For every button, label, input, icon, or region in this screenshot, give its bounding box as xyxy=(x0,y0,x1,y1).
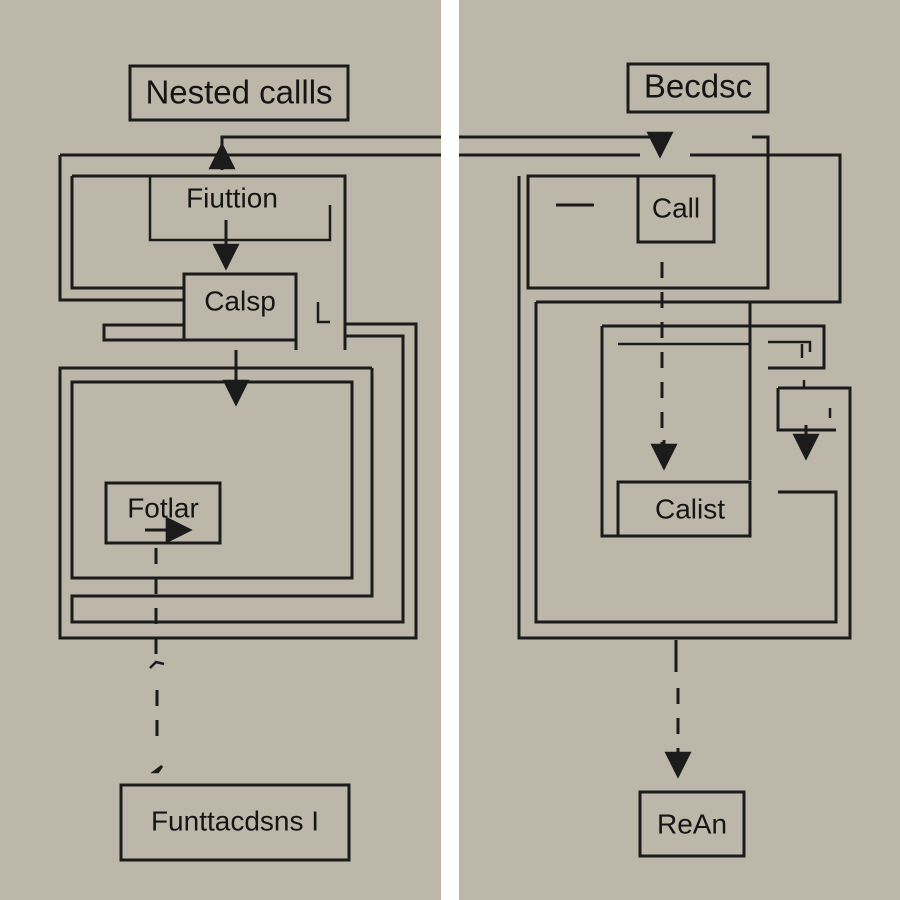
left-title-box: Nested callls xyxy=(128,64,350,122)
left-panel: Nested callls Fiuttion Calsp Fo xyxy=(58,64,660,862)
right-bottom-label: ReAn xyxy=(657,808,727,839)
right-call-box: Call xyxy=(636,174,716,244)
left-tick-2 xyxy=(150,765,164,774)
right-side-bracket xyxy=(776,388,836,432)
right-title: Becdsc xyxy=(644,68,752,105)
return-frame-outer xyxy=(58,322,418,640)
function-header-rule xyxy=(148,176,332,242)
left-title: Nested callls xyxy=(145,74,332,111)
call-shelf xyxy=(102,323,184,342)
right-frame-top xyxy=(459,153,842,304)
right-frame-upper xyxy=(526,135,770,290)
right-bottom-box: ReAn xyxy=(638,790,746,858)
function-outer-frame-inner xyxy=(70,174,347,350)
left-call-label: Calsp xyxy=(204,285,276,316)
panel-divider xyxy=(441,0,459,900)
right-inner-label: Calist xyxy=(655,493,725,524)
right-frame-mid xyxy=(534,300,838,624)
left-bottom-label: Funttacdsns I xyxy=(151,805,319,836)
return-frame-inner xyxy=(70,380,354,580)
function-label: Fiuttion xyxy=(186,182,278,213)
left-tick-1 xyxy=(149,660,165,669)
right-title-box: Becdsc xyxy=(626,62,770,114)
right-frame-inner xyxy=(600,324,826,538)
right-call-label: Call xyxy=(652,192,700,223)
call-side-tick xyxy=(316,302,330,324)
right-inner-box: Calist xyxy=(616,480,752,538)
right-frame-inset xyxy=(768,340,812,352)
right-panel: Becdsc Call Calist xyxy=(459,62,852,858)
return-frame-mid xyxy=(70,334,405,624)
left-inner-box: Fotlar xyxy=(104,481,222,545)
function-outer-frame xyxy=(58,153,441,302)
right-frame-left-wall xyxy=(517,176,852,640)
left-bottom-box: Funttacdsns I xyxy=(119,783,351,862)
left-inner-label: Fotlar xyxy=(127,492,199,523)
left-call-box: Calsp xyxy=(182,272,298,342)
right-inner-wall xyxy=(618,342,752,480)
right-side-ticks xyxy=(800,344,832,418)
